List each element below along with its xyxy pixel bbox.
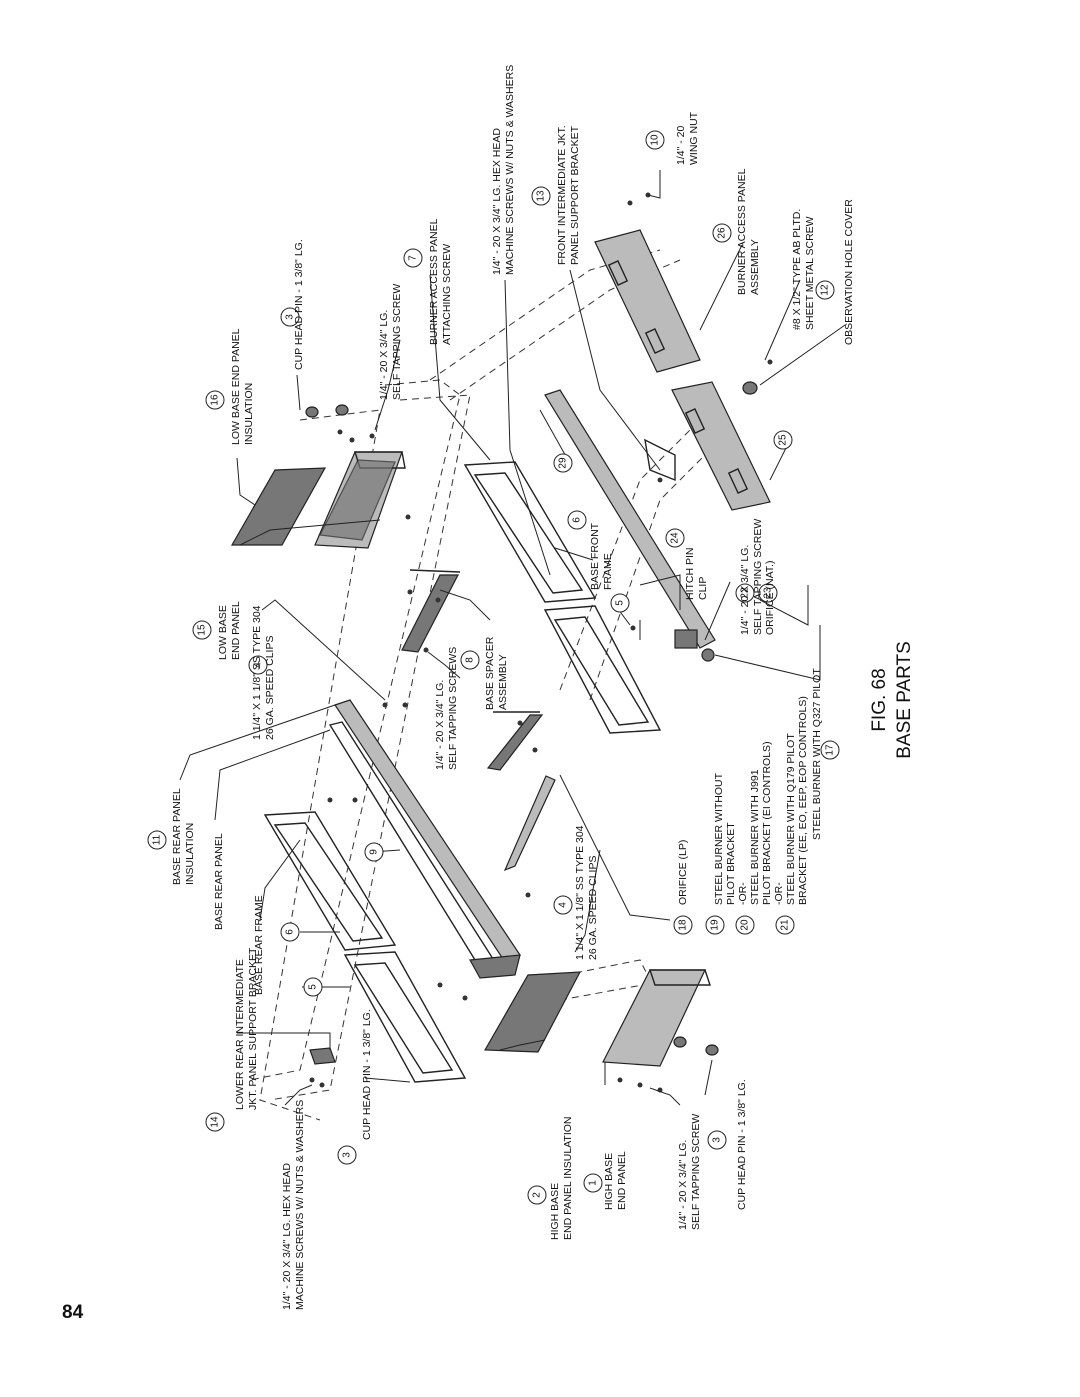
callout-number-3b: 3: [712, 1137, 723, 1143]
callout-number-21: 21: [780, 919, 791, 931]
callout-number-22: 22: [740, 587, 751, 599]
label-high-base-end-panel: HIGH BASE END PANEL: [603, 1150, 628, 1210]
callout-number-17: 17: [825, 744, 836, 756]
label-low-base-end-panel-insulation: LOW BASE END PANEL INSULATION: [230, 326, 255, 445]
parts-group: [230, 192, 773, 1121]
label-speed-clips-b: 1 1/4" X 1 1/8" SS TYPE 304 26 GA. SPEED…: [251, 603, 276, 740]
callout-number-6b: 6: [572, 517, 583, 523]
label-sheet-metal-screw: #8 X 1/2" TYPE AB PLTD. SHEET METAL SCRE…: [791, 206, 816, 330]
fasteners: [309, 192, 773, 1093]
label-base-rear-frame: BASE REAR FRAME: [253, 895, 265, 995]
label-machine-screws-b: 1/4" - 20 X 3/4" LG. HEX HEAD MACHINE SC…: [491, 65, 516, 275]
callout-number-29: 29: [558, 457, 569, 469]
callout-number-13: 13: [536, 190, 547, 202]
callout-number-1: 1: [588, 1180, 599, 1186]
callout-bubbles: 14 3 5 6 11 9 4 2 1 3 15 4 8 16 3 7 29 6…: [147, 130, 840, 1205]
callout-number-18: 18: [678, 919, 689, 931]
label-burner-access-panel-assembly: BURNER ACCESS PANEL ASSEMBLY: [736, 166, 761, 295]
cup-head-pins: [305, 404, 719, 1056]
callout-number-20: 20: [740, 919, 751, 931]
label-high-base-end-panel-insulation: HIGH BASE END PANEL INSULATION: [549, 1117, 574, 1241]
label-observation-hole-cover: OBSERVATION HOLE COVER: [843, 199, 855, 345]
burner-access-panel-assembly: [594, 229, 701, 373]
label-base-rear-panel: BASE REAR PANEL: [213, 833, 225, 930]
callout-number-6: 6: [285, 929, 296, 935]
front-intermediate-jkt-bracket: [644, 438, 676, 482]
label-speed-clips-a: 1 1/4" X 1 1/8" SS TYPE 304 26 GA. SPEED…: [574, 823, 599, 960]
callout-number-10: 10: [650, 134, 661, 146]
high-base-end-panel: [602, 969, 711, 1067]
label-steel-burner-20: STEEL BURNER WITH J991 PILOT BRACKET (EI…: [749, 739, 785, 905]
page-number: 84: [62, 1302, 84, 1323]
label-steel-burner-18: ORIFICE (LP): [677, 840, 689, 905]
steel-burner: [503, 775, 556, 872]
label-base-spacer-assembly: BASE SPACER ASSEMBLY: [484, 634, 509, 710]
callout-number-23: 23: [763, 587, 774, 599]
label-wing-nut: 1/4" - 20 WING NUT: [675, 111, 700, 165]
gas-manifold-assembly: [544, 389, 716, 662]
label-orifice-nat: 1/4" - 20 X 3/4" LG. SELF TAPPING SCREW: [739, 519, 764, 635]
callout-number-4b: 4: [253, 662, 264, 668]
callout-number-14: 14: [210, 1116, 221, 1128]
callout-number-24: 24: [670, 532, 681, 544]
callout-number-5: 5: [308, 984, 319, 990]
callout-number-19: 19: [710, 919, 721, 931]
label-orifice-lp: ORIFICE (NAT.): [764, 561, 776, 635]
lower-rear-intermediate-bracket: [309, 1047, 336, 1065]
label-hitch-pin-clip: HITCH PIN CLIP: [684, 545, 709, 600]
label-burner-access-panel-screw: BURNER ACCESS PANEL ATTACHING SCREW: [428, 216, 453, 345]
callout-number-5b: 5: [615, 600, 626, 606]
label-self-tapping-screws-b: 1/4" - 20 X 3/4" LG. SELF TAPPING SCREWS: [434, 647, 459, 770]
callout-number-15: 15: [197, 624, 208, 636]
callout-number-9: 9: [369, 849, 380, 855]
label-lower-rear-bracket: LOWER REAR INTERMEDIATE JKT. PANEL SUPPO…: [234, 947, 259, 1110]
burner-access-panel: [671, 381, 771, 511]
base-rear-frame: [263, 811, 467, 1083]
label-cup-head-pin-c: CUP HEAD PIN - 1 3/8" LG.: [293, 239, 305, 370]
callout-number-3c: 3: [285, 314, 296, 320]
figure-number: FIG. 68: [869, 668, 890, 731]
callout-number-11: 11: [152, 834, 163, 845]
low-base-end-panel-insulation: [230, 467, 327, 546]
high-base-end-panel-insulation: [483, 971, 582, 1053]
figure-caption: FIG. 68 BASE PARTS: [869, 641, 915, 759]
leader-lines: [179, 170, 846, 1106]
callout-labels: 1/4" - 20 X 3/4" LG. HEX HEAD MACHINE SC…: [171, 65, 855, 1310]
label-low-base-end-panel: LOW BASE END PANEL: [217, 601, 242, 660]
callout-number-8: 8: [465, 657, 476, 663]
callout-number-16: 16: [210, 394, 221, 406]
callout-number-4: 4: [558, 902, 569, 908]
label-front-intermediate-bracket: FRONT INTERMEDIATE JKT. PANEL SUPPORT BR…: [556, 122, 581, 265]
label-self-tapping-screw-a: 1/4" - 20 X 3/4" LG. SELF TAPPING SCREW: [677, 1114, 702, 1230]
callout-number-12: 12: [820, 284, 831, 296]
base-spacer-assembly: [401, 569, 544, 771]
label-steel-burner-19: STEEL BURNER WITHOUT PILOT BRACKET -OR-: [713, 770, 749, 905]
callout-number-7: 7: [408, 255, 419, 261]
callout-number-25: 25: [778, 434, 789, 446]
callout-number-2: 2: [532, 1192, 543, 1198]
label-gas-manifold-assembly: STEEL BURNER WITH Q327 PILOT: [811, 668, 823, 840]
label-cup-head-pin-a: CUP HEAD PIN - 1 3/8" LG.: [361, 1009, 373, 1140]
low-base-end-panel: [314, 451, 406, 549]
label-steel-burner-21: STEEL BURNER WITH Q179 PILOT BRACKET (EE…: [785, 696, 809, 905]
label-machine-screws-a: 1/4" - 20 X 3/4" LG. HEX HEAD MACHINE SC…: [281, 1100, 306, 1310]
callout-number-3: 3: [342, 1152, 353, 1158]
callout-number-26: 26: [717, 227, 728, 239]
label-cup-head-pin-b: CUP HEAD PIN - 1 3/8" LG.: [736, 1079, 748, 1210]
label-self-tapping-screw-c: 1/4" - 20 X 3/4" LG. SELF TAPPING SCREW: [378, 284, 403, 400]
label-base-front-frame: BASE FRONT FRAME: [589, 520, 614, 590]
base-rear-panel: [328, 699, 521, 979]
label-base-rear-panel-insulation: BASE REAR PANEL INSULATION: [171, 786, 196, 885]
figure-title: BASE PARTS: [894, 641, 915, 759]
base-front-frame: [463, 461, 662, 734]
observation-hole-cover: [742, 381, 758, 395]
